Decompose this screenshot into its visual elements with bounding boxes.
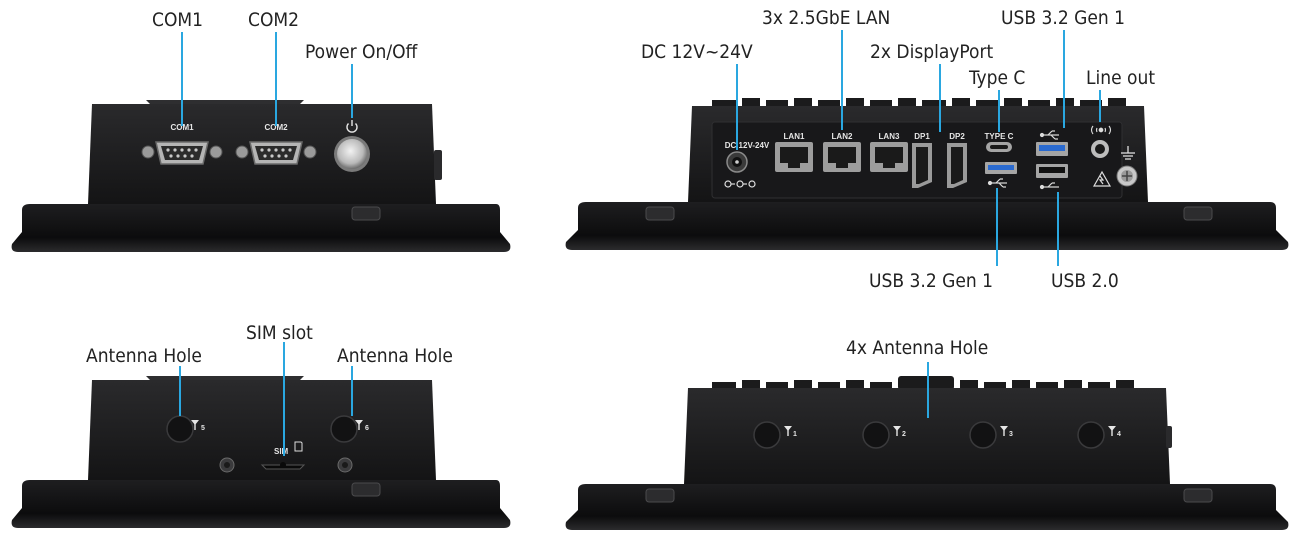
ant1-silkscreen: 1	[793, 431, 797, 438]
callout-antenna-right: Antenna Hole	[337, 345, 453, 367]
view-io-rear: DC 12V-24V LAN1 LAN2 LAN3 DP1 DP2	[565, 30, 1289, 266]
view-left-side: COM1 COM2	[11, 32, 511, 252]
callout-sim: SIM slot	[246, 322, 313, 344]
antenna-icon	[355, 420, 363, 430]
ant6-silkscreen: 6	[365, 425, 369, 432]
callout-lines-left	[181, 32, 353, 126]
sim-card-icon	[294, 441, 303, 452]
ant2-silkscreen: 2	[902, 431, 906, 438]
dp1-port[interactable]	[912, 143, 932, 188]
display-bezel	[565, 484, 1289, 530]
sim-slot[interactable]	[260, 462, 306, 470]
callout-antenna-four: 4x Antenna Hole	[846, 337, 989, 359]
display-bezel	[11, 204, 511, 252]
callout-dc-in: DC 12V~24V	[641, 41, 753, 63]
com2-silkscreen: COM2	[264, 123, 288, 132]
mounting-screw	[219, 457, 235, 473]
view-top-antennas: 1 2 3 4	[565, 362, 1289, 530]
antenna-icon	[893, 426, 901, 436]
ant3-silkscreen: 3	[1009, 431, 1013, 438]
antenna-icon	[191, 420, 199, 430]
antenna-icon	[784, 426, 792, 436]
antenna-hole-1[interactable]	[753, 421, 781, 449]
callout-displayport: 2x DisplayPort	[870, 41, 994, 63]
typec-silkscreen: TYPE C	[985, 132, 1014, 141]
callout-usb-bottom: USB 3.2 Gen 1	[869, 270, 994, 292]
callout-lines-rear	[736, 30, 1101, 266]
usb-icon	[987, 178, 1007, 188]
usb32-port-stacked[interactable]	[1036, 142, 1068, 156]
dp2-port[interactable]	[947, 143, 967, 188]
callout-com1: COM1	[152, 9, 204, 31]
usb32-port-single[interactable]	[985, 162, 1017, 174]
antenna-hole-3[interactable]	[969, 421, 997, 449]
dp2-silkscreen: DP2	[949, 132, 965, 141]
mounting-screw	[337, 457, 353, 473]
type-c-port[interactable]	[986, 142, 1012, 152]
line-out-jack[interactable]	[1091, 140, 1109, 158]
warning-icon	[1092, 170, 1112, 187]
com1-silkscreen: COM1	[170, 123, 194, 132]
heatsink-fins	[712, 376, 1134, 390]
dp1-silkscreen: DP1	[914, 132, 930, 141]
callout-line-out: Line out	[1086, 67, 1156, 89]
ant4-silkscreen: 4	[1117, 431, 1121, 438]
ant5-silkscreen: 5	[201, 425, 205, 432]
antenna-icon	[1108, 426, 1116, 436]
dc-silkscreen: DC 12V-24V	[725, 141, 770, 150]
ground-screw[interactable]	[1116, 165, 1138, 187]
enclosure-body	[684, 388, 1170, 484]
lan3-port[interactable]	[870, 142, 908, 172]
audio-icon	[1090, 125, 1112, 135]
lan2-port[interactable]	[823, 142, 861, 172]
lan1-port[interactable]	[775, 142, 813, 172]
callout-lines-antenna-sim	[179, 342, 353, 456]
antenna-hole-4[interactable]	[1077, 421, 1105, 449]
callout-usb2: USB 2.0	[1051, 270, 1119, 292]
callout-type-c: Type C	[969, 67, 1026, 89]
callout-lan: 3x 2.5GbE LAN	[762, 7, 891, 29]
callout-power: Power On/Off	[305, 41, 418, 63]
antenna-icon	[1000, 426, 1008, 436]
enclosure-body	[88, 380, 436, 480]
antenna-hole-6[interactable]	[330, 415, 358, 443]
callout-antenna-left: Antenna Hole	[86, 345, 202, 367]
antenna-hole-2[interactable]	[862, 421, 890, 449]
callout-com2: COM2	[248, 9, 300, 31]
view-antenna-sim-side: 5 6 SIM	[11, 342, 511, 528]
dc-power-jack[interactable]	[726, 151, 748, 173]
lan1-silkscreen: LAN1	[784, 132, 805, 141]
usb20-port[interactable]	[1036, 164, 1068, 178]
ground-icon	[1121, 146, 1135, 160]
power-button[interactable]	[334, 136, 370, 172]
power-icon	[346, 120, 358, 133]
com2-port[interactable]	[235, 141, 317, 165]
antenna-hole-5[interactable]	[166, 415, 194, 443]
dc-polarity-icon	[724, 180, 756, 188]
lan3-silkscreen: LAN3	[879, 132, 900, 141]
usb-icon	[1039, 130, 1059, 140]
sim-silkscreen: SIM	[274, 447, 289, 456]
usb-icon	[1039, 182, 1059, 190]
display-bezel	[11, 480, 511, 528]
display-bezel	[565, 202, 1289, 250]
com1-port[interactable]	[141, 141, 223, 165]
callout-usb-top: USB 3.2 Gen 1	[1001, 7, 1126, 29]
lan2-silkscreen: LAN2	[832, 132, 853, 141]
